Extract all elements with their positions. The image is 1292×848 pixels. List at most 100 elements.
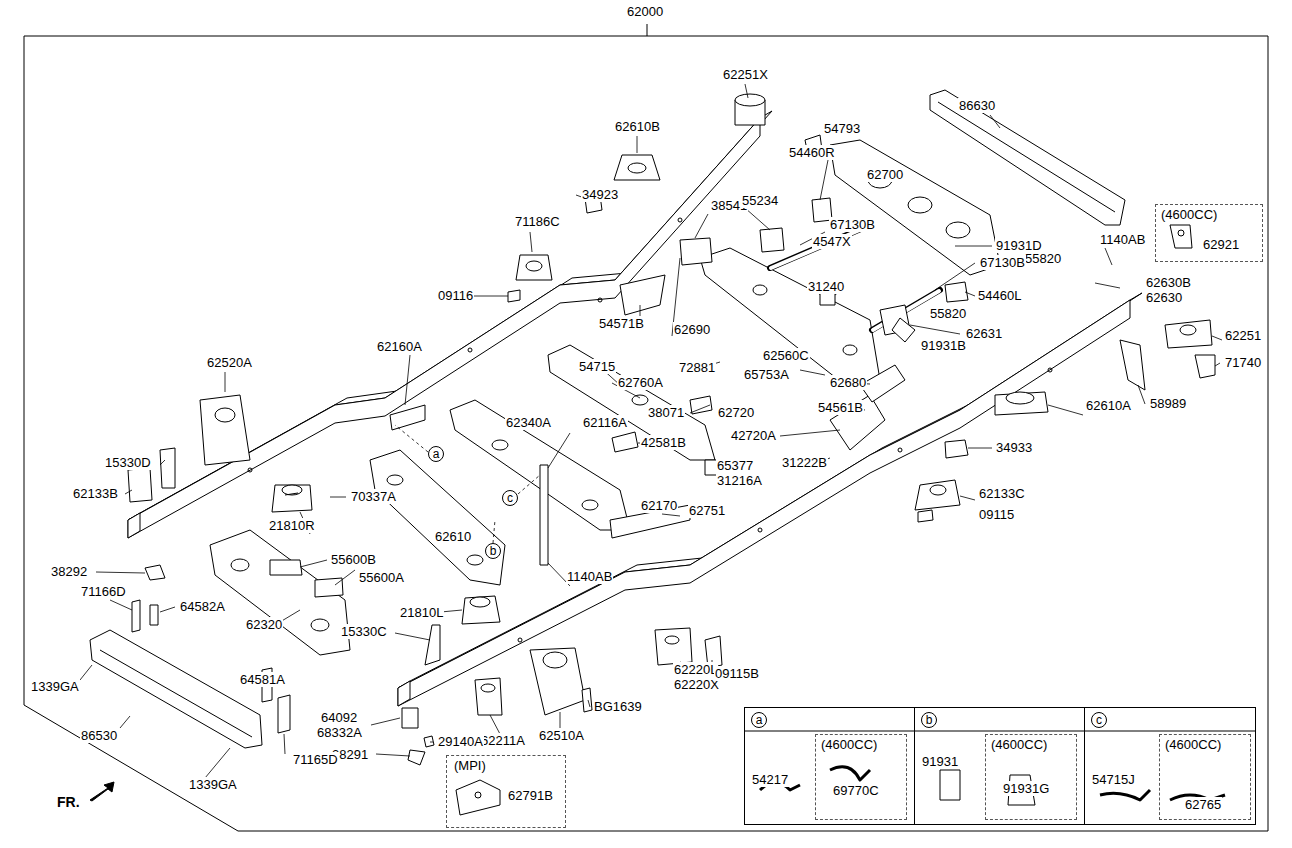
detail-cell: 54715J c (4600CC) 62765 xyxy=(1084,707,1256,825)
callout-number: 62630 xyxy=(1145,290,1183,305)
callout-number: 55600B xyxy=(330,552,377,567)
callout-number: 64581A xyxy=(239,672,286,687)
detail-marker: a xyxy=(428,446,444,462)
callout-number: 1140AB xyxy=(1099,232,1146,247)
part-number: 54217 xyxy=(751,772,789,787)
callout-number: 62160A xyxy=(376,339,423,354)
callout-number: 62116A xyxy=(582,415,628,430)
callout-number: 29140A xyxy=(437,734,484,749)
callout-number: 62340A xyxy=(505,415,552,430)
callout-number: 55820 xyxy=(929,306,967,321)
detail-marker: a xyxy=(751,712,767,728)
callout-number: 09115B xyxy=(714,666,760,681)
detail-letter: b xyxy=(490,544,497,558)
callout-number: 54561B xyxy=(817,400,864,415)
callout-number: 67130B xyxy=(979,255,1026,270)
callout-number: 72881 xyxy=(678,360,716,375)
callout-number: 64582A xyxy=(179,599,226,614)
variant-note: (4600CC) xyxy=(820,737,878,752)
variant-note: (4600CC) xyxy=(990,737,1048,752)
part-number: 62000 xyxy=(626,4,664,19)
callout-number: 38071 xyxy=(647,405,685,420)
callout-number: 91931B xyxy=(920,338,967,353)
callout-number: 67130B xyxy=(829,217,876,232)
callout-number: 54460R xyxy=(788,145,836,160)
callout-number: 62751 xyxy=(688,503,726,518)
callout-number: 62251 xyxy=(1224,328,1262,343)
detail-marker: c xyxy=(502,490,518,506)
callout-number: 86530 xyxy=(80,728,118,743)
variant-box: (4600CC) 62765 xyxy=(1159,734,1251,820)
callout-number: 62220L xyxy=(673,662,718,677)
detail-marker: b xyxy=(921,712,937,728)
callout-number: 54715 xyxy=(578,359,616,374)
callout-number: 1339GA xyxy=(188,777,238,792)
callout-number: 62610 xyxy=(434,529,472,544)
callout-number: 58989 xyxy=(1149,396,1187,411)
callout-number: 62320 xyxy=(245,617,283,632)
callout-number: 55820 xyxy=(1024,251,1062,266)
variant-note: (4600CC) xyxy=(1160,207,1218,222)
callout-number: 86630 xyxy=(958,98,996,113)
callout-number: 62133C xyxy=(978,486,1026,501)
callout-number: 62133B xyxy=(72,486,119,501)
part-number: 54715J xyxy=(1091,772,1136,787)
detail-marker: b xyxy=(485,543,501,559)
detail-marker: c xyxy=(1091,712,1107,728)
callout-number: 62610B xyxy=(614,119,661,134)
callout-number: 62680 xyxy=(829,375,867,390)
callout-number: 31216A xyxy=(716,473,763,488)
part-number: 62765 xyxy=(1184,797,1222,812)
callout-number: 21810R xyxy=(268,518,316,533)
callout-number: 54460L xyxy=(977,288,1022,303)
callout-number: 42720A xyxy=(730,428,777,443)
callout-number: 62520A xyxy=(206,355,253,370)
detail-letter: c xyxy=(1096,713,1102,727)
callout-number: 62610A xyxy=(1085,398,1132,413)
callout-number: 15330D xyxy=(104,455,152,470)
variant-box: (4600CC) 62921 xyxy=(1155,204,1263,262)
callout-number: 31222B xyxy=(781,455,828,470)
callout-number: 62690 xyxy=(673,322,711,337)
callout-number: 54571B xyxy=(598,316,645,331)
callout-number: 1140AB xyxy=(566,569,613,584)
callout-number: 71186C xyxy=(514,214,561,229)
callout-number: 64092 xyxy=(320,710,358,725)
detail-cell: 54217 a (4600CC)69770C xyxy=(744,707,915,825)
callout-number: 65377 xyxy=(716,458,754,473)
part-number: 62921 xyxy=(1202,237,1240,252)
callout-number: 55234 xyxy=(741,193,779,208)
detail-cell: 91931b(4600CC)91931G xyxy=(914,707,1085,825)
callout-number: 71165D xyxy=(292,752,339,767)
callout-number: 62170 xyxy=(640,498,678,513)
callout-number: 62220X xyxy=(673,677,720,692)
callout-number: 62510A xyxy=(538,728,585,743)
callout-number: 62700 xyxy=(866,167,904,182)
callout-number: 62630B xyxy=(1145,275,1192,290)
callout-number: 62760A xyxy=(617,375,664,390)
callout-number: 71740 xyxy=(1224,355,1262,370)
direction-label: FR. xyxy=(56,795,81,810)
callout-number: 42581B xyxy=(640,435,687,450)
variant-note: (4600CC) xyxy=(1164,737,1222,752)
callout-number: BG1639 xyxy=(593,699,643,714)
callout-number: 71166D xyxy=(80,584,127,599)
detail-letter: b xyxy=(926,713,933,727)
callout-number: 21810L xyxy=(399,605,444,620)
callout-number: 65753A xyxy=(743,367,790,382)
part-number: 91931G xyxy=(1002,781,1050,796)
callout-number: 55600A xyxy=(358,570,405,585)
detail-letter: c xyxy=(507,491,513,505)
callout-number: 70337A xyxy=(350,489,397,504)
callout-number: 15330C xyxy=(340,624,388,639)
callout-number: 34923 xyxy=(581,187,619,202)
variant-box: (4600CC)69770C xyxy=(815,734,907,820)
callout-number: 09116 xyxy=(437,288,474,303)
callout-number: 62251X xyxy=(722,67,769,82)
callout-number: 62560C xyxy=(762,348,810,363)
callout-number: 68332A xyxy=(316,725,363,740)
callout-number: 4547X xyxy=(812,234,852,249)
callout-number: 34933 xyxy=(995,440,1033,455)
variant-box: (4600CC) 91931G xyxy=(985,734,1077,820)
